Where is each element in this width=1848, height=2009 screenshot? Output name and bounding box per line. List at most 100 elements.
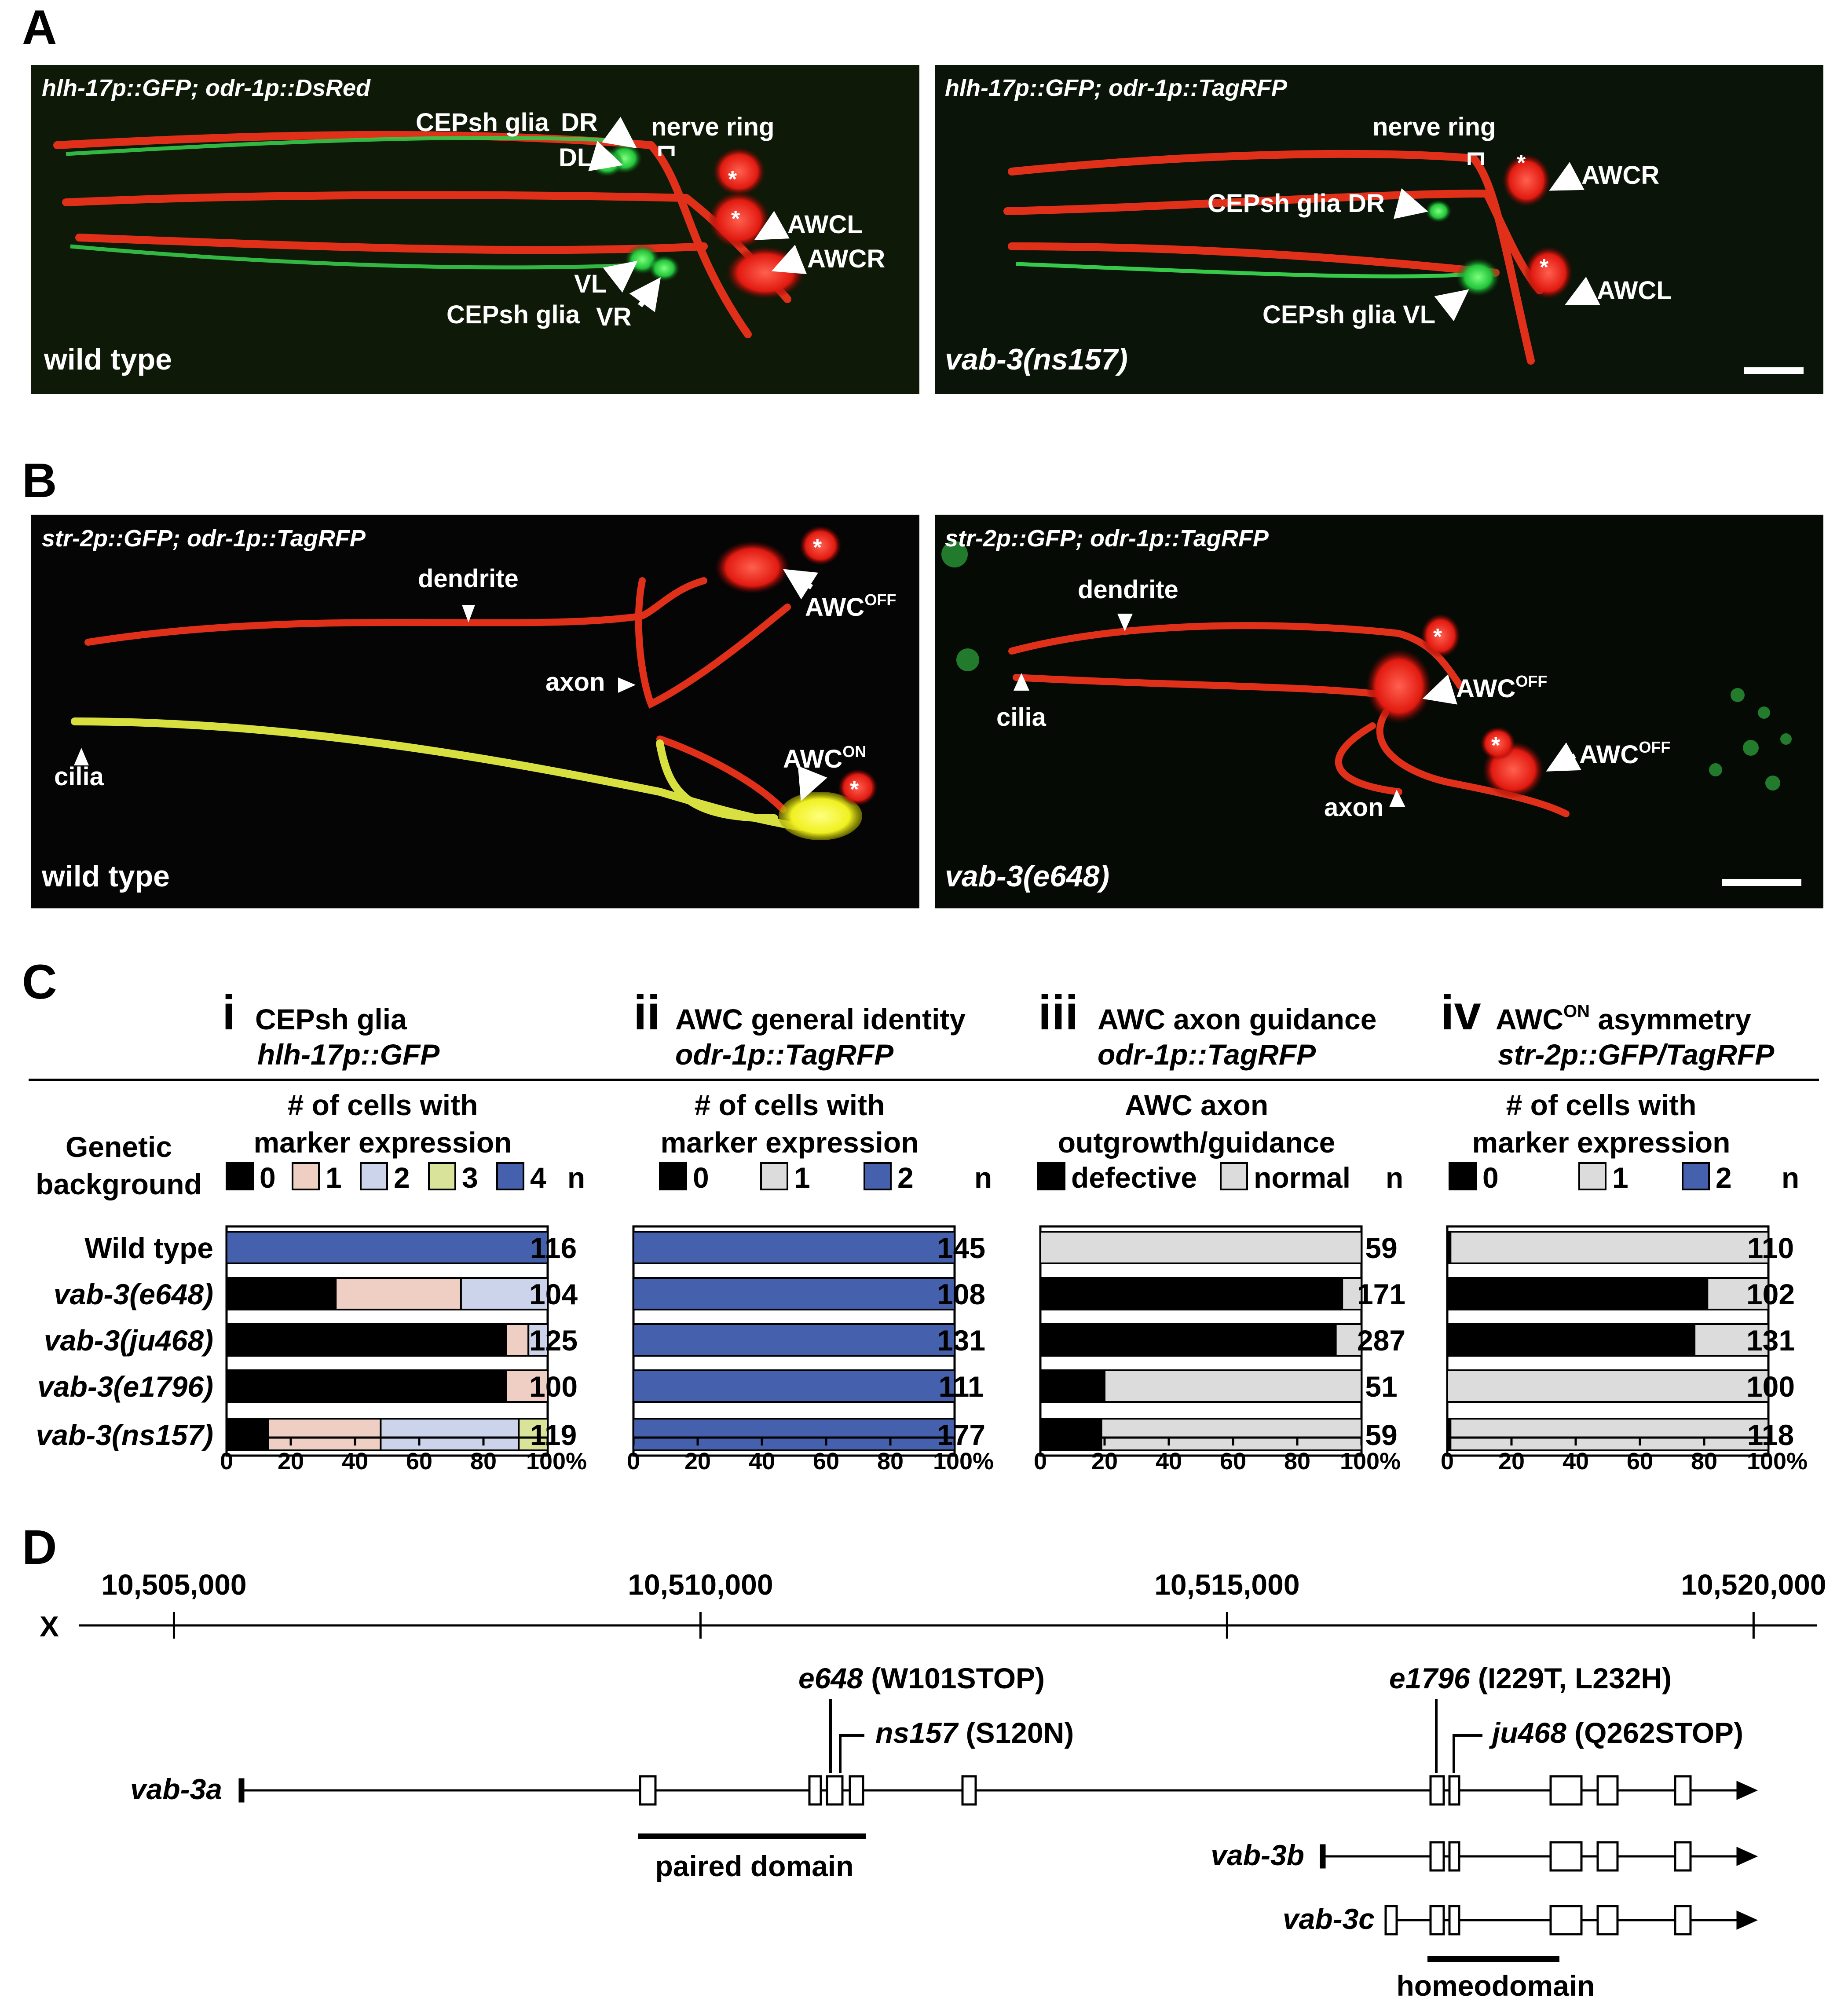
red-cell-body	[1421, 614, 1460, 658]
arrowhead-cilia	[1014, 673, 1029, 691]
bar-segment-0	[226, 1323, 507, 1357]
scale-bar	[1722, 879, 1801, 886]
arrowhead-axon	[618, 677, 636, 693]
exon	[1549, 1841, 1583, 1872]
star-marker: *	[1491, 733, 1500, 758]
label-awc-off-upper: AWCOFF	[1456, 672, 1547, 703]
arrow-vr	[629, 277, 661, 312]
n-value: 131	[937, 1324, 985, 1357]
bar-segment-normal	[1335, 1323, 1363, 1357]
subpanel-marker-ii: odr-1p::TagRFP	[675, 1038, 894, 1071]
exon	[961, 1775, 977, 1806]
n-value: 116	[530, 1232, 577, 1264]
label-nerve-ring-a-right: nerve ring	[1372, 113, 1496, 141]
panel-b-right-genotype: vab-3(e648)	[945, 860, 1109, 893]
red-cell-body	[838, 769, 878, 806]
label-dl: DL	[559, 143, 593, 172]
row-header-line-1: Genetic	[66, 1131, 172, 1163]
paired-domain-bar	[638, 1833, 866, 1839]
arrow-awc-off-upper	[1422, 674, 1457, 705]
exon	[1429, 1841, 1445, 1872]
label-dr: DR	[561, 108, 598, 137]
n-value: 59	[1365, 1232, 1397, 1264]
column-header-iv-line-1: # of cells with	[1506, 1089, 1697, 1121]
panel-letter-c: C	[22, 955, 57, 1009]
subpanel-title-iv: AWCON asymmetry	[1496, 1002, 1751, 1036]
arrow-awc-off-b-left	[783, 569, 818, 600]
legend-swatch-normal	[1220, 1162, 1248, 1190]
n-value: 110	[1747, 1232, 1794, 1264]
nerve-ring-bracket	[658, 146, 675, 156]
nerve-ring-bracket	[1467, 152, 1484, 165]
arrowhead-dendrite	[1117, 614, 1133, 631]
star-marker: *	[813, 535, 822, 560]
n-value: 145	[937, 1232, 985, 1264]
bar-segment-2	[380, 1418, 520, 1451]
label-cepsh-glia-top: CEPsh glia	[416, 108, 549, 137]
coordinate-label: 10,510,000	[628, 1568, 773, 1601]
bar-segment-4	[226, 1231, 549, 1264]
legend-swatch-2	[864, 1162, 892, 1190]
legend-label-0: 0	[693, 1161, 709, 1194]
arrow-cepsh-dr	[1393, 188, 1428, 219]
arrowhead-axon	[1389, 790, 1405, 807]
bar-segment-1	[1449, 1231, 1770, 1264]
n-value: 100	[529, 1370, 578, 1403]
legend-swatch-0	[659, 1162, 687, 1190]
red-cell-body	[1480, 727, 1515, 760]
bar-segment-normal	[1039, 1231, 1362, 1264]
column-header-iii-line-2: outgrowth/guidance	[1058, 1126, 1336, 1159]
bar-segment-3	[518, 1418, 549, 1451]
exon	[1596, 1775, 1619, 1806]
genotype-label: vab-3(e648)	[54, 1278, 213, 1310]
x-tick-label: 40	[749, 1448, 775, 1475]
panel-a-right-genotype: vab-3(ns157)	[945, 343, 1128, 376]
n-column-header: n	[974, 1161, 992, 1194]
exon	[849, 1775, 864, 1806]
coordinate-label: 10,520,000	[1681, 1568, 1826, 1601]
genotype-label: vab-3(e1796)	[37, 1370, 213, 1403]
legend-label-1: 1	[794, 1161, 810, 1194]
bar-segment-2	[527, 1323, 549, 1357]
homeodomain-label: homeodomain	[1396, 1969, 1595, 2002]
exon	[1674, 1905, 1692, 1936]
roman-numeral-iv: iv	[1441, 986, 1481, 1040]
label-awcr-a-right: AWCR	[1581, 161, 1659, 190]
panel-letter-d: D	[22, 1520, 57, 1574]
awc-off-cell-body	[715, 541, 790, 594]
subpanel-marker-iii: odr-1p::TagRFP	[1098, 1038, 1316, 1071]
x-tick-label: 20	[1498, 1448, 1525, 1475]
star-marker: *	[731, 206, 740, 232]
subpanel-marker-i: hlh-17p::GFP	[257, 1038, 440, 1071]
arrow-awc-on	[798, 765, 827, 801]
bar-segment-1	[1446, 1369, 1769, 1403]
x-tick-label: 80	[1284, 1448, 1310, 1475]
panel-b-right-title: str-2p::GFP; odr-1p::TagRFP	[945, 525, 1269, 552]
coordinate-label: 10,505,000	[101, 1568, 246, 1601]
arrow-cepsh-vl	[1434, 289, 1469, 322]
panel-a-left-title: hlh-17p::GFP; odr-1p::DsRed	[42, 75, 371, 101]
x-tick-label: 80	[470, 1448, 497, 1475]
genotype-label: Wild type	[84, 1232, 213, 1264]
bar-segment-normal	[1341, 1277, 1362, 1310]
column-header-iv-line-2: marker expression	[1472, 1126, 1730, 1159]
roman-numeral-iii: iii	[1038, 986, 1079, 1040]
star-marker: *	[1540, 255, 1549, 280]
label-awcl-a-left: AWCL	[787, 210, 863, 239]
chromosome-label: X	[40, 1610, 59, 1643]
roman-numeral-ii: ii	[633, 986, 660, 1040]
bar-segment-2	[460, 1277, 549, 1310]
paired-domain-label: paired domain	[655, 1850, 853, 1882]
n-value: 108	[937, 1278, 985, 1310]
n-column-header: n	[1782, 1161, 1799, 1194]
bar-segment-defective	[1039, 1277, 1343, 1310]
label-nerve-ring-a-left: nerve ring	[651, 113, 774, 141]
bar-segment-defective	[1039, 1369, 1105, 1403]
panel-letter-a: A	[22, 0, 57, 55]
panel-a-left-genotype: wild type	[44, 343, 172, 376]
x-tick-label: 60	[813, 1448, 839, 1475]
bar-segment-0	[226, 1369, 507, 1403]
arrow-vl	[603, 260, 638, 293]
panel-letter-b: B	[22, 454, 57, 508]
x-tick-label: 60	[1220, 1448, 1246, 1475]
